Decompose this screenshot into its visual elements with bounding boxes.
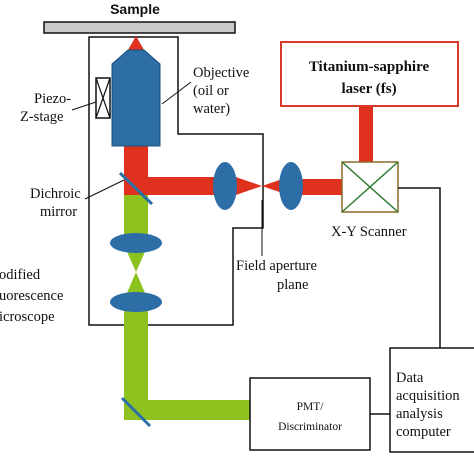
piezo-label-line2: Z-stage <box>20 109 63 125</box>
sample-label: Sample <box>110 1 160 17</box>
pmt-mirror <box>120 396 152 428</box>
laser-box <box>280 41 459 107</box>
microscope-label-line2: uorescence <box>0 288 63 304</box>
pmt-label-line2: Discriminator <box>278 421 342 433</box>
microscope-label-line1: odified <box>0 267 41 283</box>
scanner-cable <box>398 187 441 348</box>
laser-beam-horizontal-right <box>297 179 342 195</box>
data-label-line2: acquisition <box>396 388 460 404</box>
piezo-label-line1: Piezo- <box>34 91 71 107</box>
objective-lens <box>111 49 161 147</box>
objective-label-line1: Objective <box>193 65 249 81</box>
dichroic-mirror <box>118 171 154 206</box>
dichroic-label-line2: mirror <box>40 204 77 220</box>
piezo-z-stage <box>95 77 111 119</box>
objective-label-line2: (oil or <box>193 83 229 99</box>
data-label-line1: Data <box>396 370 424 386</box>
laser-beam-horizontal-mid <box>148 177 218 195</box>
laser-beam-focus <box>230 175 262 197</box>
fluorescence-beam-to-pmt <box>124 400 250 420</box>
fluorescence-beam-upper <box>124 195 148 239</box>
data-label-line4: computer <box>396 424 451 440</box>
objective-label-line3: water) <box>193 101 230 117</box>
data-label-line3: analysis <box>396 406 443 422</box>
field-aperture-label-line1: Field aperture <box>236 258 317 274</box>
data-computer-box <box>389 347 474 453</box>
microscope-label-line3: icroscope <box>0 309 55 325</box>
xy-scanner <box>341 161 399 213</box>
laser-beam-vertical <box>359 106 373 162</box>
scan-lens-right <box>279 162 303 210</box>
tube-lens-lower <box>110 292 162 312</box>
scanner-label: X-Y Scanner <box>331 224 407 240</box>
sample-stage <box>43 21 236 34</box>
pmt-label-line1: PMT/ <box>297 401 325 413</box>
fluorescence-beam-lower <box>124 305 148 415</box>
pmt-box <box>249 377 371 451</box>
dichroic-leader <box>84 179 125 200</box>
dichroic-label-line1: Dichroic <box>30 186 81 202</box>
sample-focus-spot <box>128 36 144 50</box>
fluorescence-beam-hourglass <box>124 245 148 300</box>
tube-lens-upper <box>110 233 162 253</box>
laser-label-line1: Titanium-sapphire <box>309 59 430 75</box>
objective-leader <box>161 81 192 105</box>
scan-lens-left <box>213 162 237 210</box>
field-aperture-label-line2: plane <box>277 277 308 293</box>
laser-label-line2: laser (fs) <box>341 81 396 97</box>
piezo-leader <box>71 101 97 111</box>
